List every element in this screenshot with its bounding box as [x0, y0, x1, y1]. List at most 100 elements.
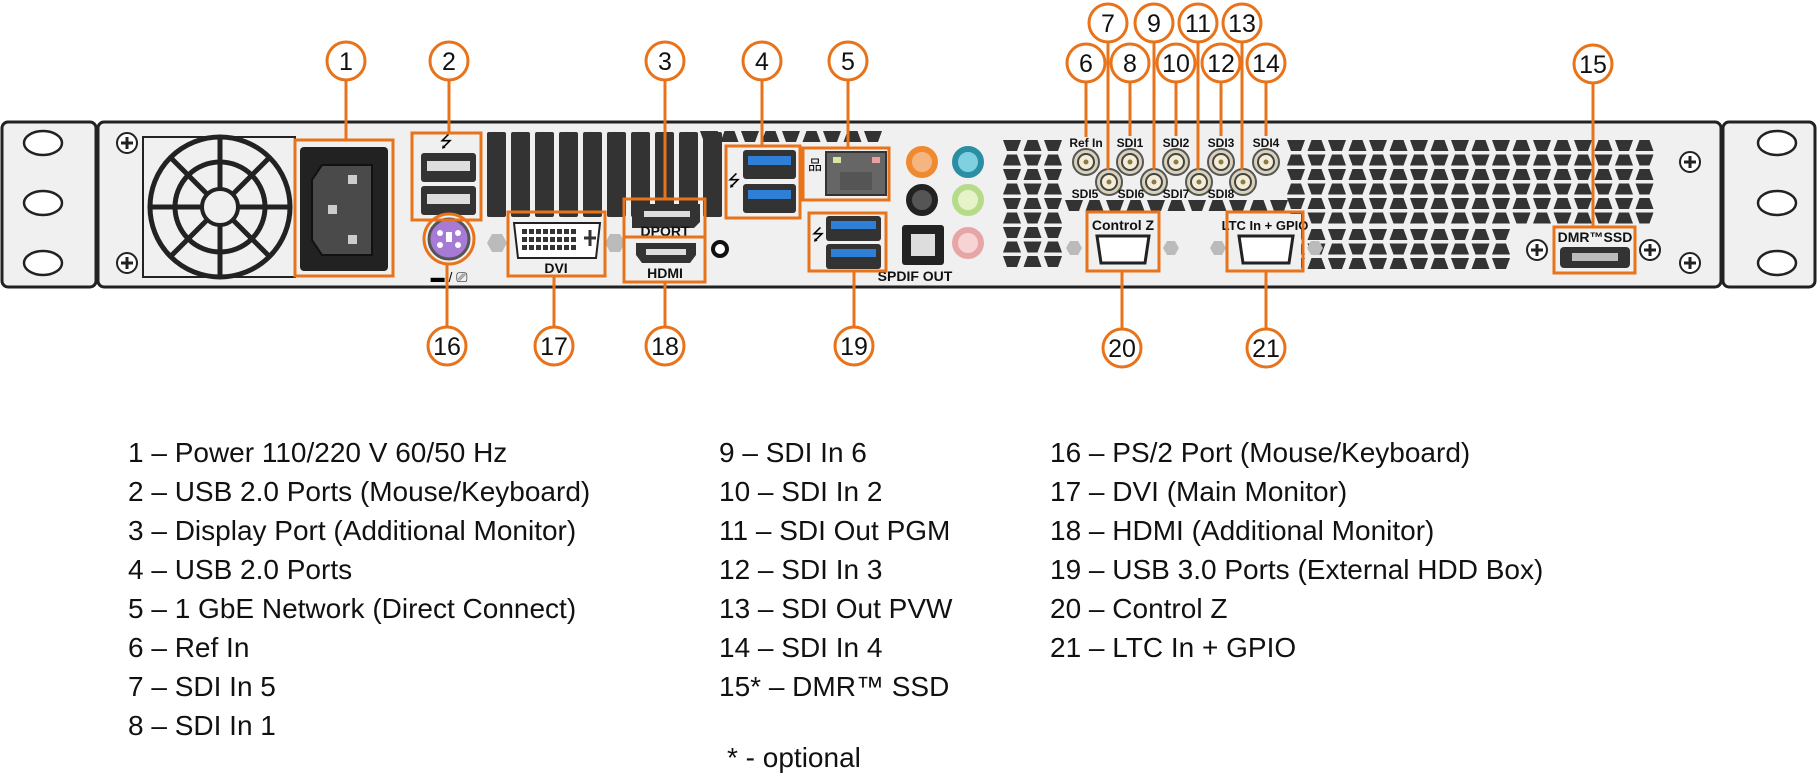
callout-5: 5 [827, 40, 869, 148]
legend-item: 18 – HDMI (Additional Monitor) [1050, 515, 1434, 546]
vent-hole [761, 131, 780, 142]
legend: 1 – Power 110/220 V 60/50 Hz 2 – USB 2.0 … [128, 437, 1543, 741]
callout-number: 20 [1108, 335, 1136, 363]
vent-hole [1471, 140, 1490, 151]
legend-item: 16 – PS/2 Port (Mouse/Keyboard) [1050, 437, 1470, 468]
vent-hole [1369, 198, 1387, 209]
vent-hole [1328, 212, 1346, 224]
usb3-ports[interactable]: ⭍ [811, 216, 881, 269]
highlight-box [506, 210, 607, 278]
callout-11: 11 [1177, 2, 1219, 170]
callout-number: 15 [1579, 51, 1607, 79]
heatsink-slot [535, 132, 554, 217]
sdi4-label: SDI4 [1253, 136, 1280, 150]
vent-hole [1615, 183, 1633, 195]
vent-hole [1430, 258, 1449, 269]
bnc-connector[interactable] [1207, 148, 1235, 176]
legend-item: 2 – USB 2.0 Ports (Mouse/Keyboard) [128, 476, 590, 507]
vent-hole [1307, 154, 1326, 166]
bnc-connector[interactable] [1072, 148, 1100, 176]
vent-hole [741, 131, 759, 142]
highlight-box [801, 146, 891, 202]
vent-hole [1307, 198, 1326, 209]
vent-hole [1410, 140, 1428, 151]
legend-item: 13 – SDI Out PVW [719, 593, 953, 624]
bnc-connector[interactable] [1185, 168, 1213, 196]
callout-4: 4 [741, 40, 783, 146]
ethernet-port[interactable]: 品 [808, 151, 887, 196]
vent-hole [1533, 169, 1551, 180]
vent-hole [1307, 183, 1326, 195]
legend-item: 8 – SDI In 1 [128, 710, 276, 741]
vent-hole [1410, 183, 1428, 195]
vent-hole [1451, 183, 1469, 195]
vent-hole [1188, 200, 1206, 211]
vent-hole [802, 131, 821, 142]
dvi-port[interactable]: DVI [487, 222, 625, 276]
ltc-gpio-port[interactable]: LTC In + GPIO [1210, 214, 1323, 269]
vent-hole [1348, 198, 1367, 209]
bnc-connector[interactable] [1095, 168, 1123, 196]
ref-in-label: Ref In [1069, 136, 1102, 150]
audio-jack[interactable] [711, 240, 729, 258]
legend-item: 1 – Power 110/220 V 60/50 Hz [128, 437, 507, 468]
callout-number: 5 [841, 48, 855, 76]
vent-hole [1410, 212, 1428, 224]
vent-hole [1492, 212, 1510, 224]
callout-17: 17 [533, 276, 575, 367]
ps2-port[interactable]: ▬ / ⎚ [427, 217, 471, 285]
heatsink-slot [703, 132, 722, 217]
vent-hole [1389, 140, 1408, 151]
bnc-connector[interactable] [1162, 148, 1190, 176]
power-inlet [300, 147, 388, 271]
bnc-connector[interactable] [1140, 168, 1168, 196]
vent-hole [1369, 169, 1387, 180]
vent-hole [1389, 198, 1408, 209]
legend-item: 3 – Display Port (Additional Monitor) [128, 515, 576, 546]
bnc-connector[interactable] [1252, 148, 1280, 176]
vent-hole [1287, 198, 1305, 209]
audio-jacks[interactable]: SPDIF OUT [878, 146, 984, 284]
callout-number: 13 [1228, 10, 1256, 38]
displayport[interactable]: DPORT [632, 204, 700, 239]
usb2-ports[interactable]: ⭍ [727, 150, 796, 213]
control-z-port[interactable]: Control Z [1066, 214, 1179, 269]
vent-hole [1635, 140, 1654, 151]
vent-hole [1471, 212, 1490, 224]
vent-hole [1287, 169, 1305, 180]
legend-item: 17 – DVI (Main Monitor) [1050, 476, 1347, 507]
rack-hole [1756, 189, 1798, 217]
callout-1: 1 [325, 40, 367, 140]
vent-hole [1471, 243, 1490, 255]
sdi-labels: Ref In SDI1 SDI2 SDI3 SDI4 SDI5 SDI6 SDI… [1069, 136, 1279, 201]
callout-number: 1 [339, 48, 353, 76]
dmr-ssd-slot[interactable]: DMR™SSD [1555, 228, 1635, 272]
callout-number: 18 [651, 333, 679, 361]
callout-number: 8 [1123, 50, 1137, 78]
callout-number: 10 [1162, 50, 1190, 78]
vent-hole [1348, 140, 1367, 151]
hdmi-port[interactable]: HDMI [636, 243, 696, 281]
vent-hole [1328, 258, 1346, 269]
vent-hole [1126, 200, 1145, 211]
usb-icon: ⭍ [439, 133, 452, 151]
usb2-ports-mouse-keyboard[interactable]: ⭍ [421, 133, 476, 215]
vent-hole [1369, 229, 1387, 240]
vent-hole [1492, 154, 1510, 166]
heatsink-slot [487, 132, 506, 217]
vent-hole [1553, 169, 1572, 180]
heatsink-slot [583, 132, 602, 217]
legend-item: 7 – SDI In 5 [128, 671, 276, 702]
vent-hole [1635, 169, 1654, 180]
vent-hole [1023, 227, 1042, 238]
callout-7: 7 [1087, 2, 1129, 170]
network-icon: 品 [808, 157, 822, 173]
callout-number: 21 [1252, 335, 1280, 363]
legend-item: 21 – LTC In + GPIO [1050, 632, 1296, 663]
bnc-connector[interactable] [1116, 148, 1144, 176]
vent-hole [1348, 229, 1367, 240]
vent-hole [823, 131, 841, 142]
sdi1-label: SDI1 [1117, 136, 1144, 150]
vent-hole [1492, 169, 1510, 180]
vent-hole [1003, 169, 1021, 180]
